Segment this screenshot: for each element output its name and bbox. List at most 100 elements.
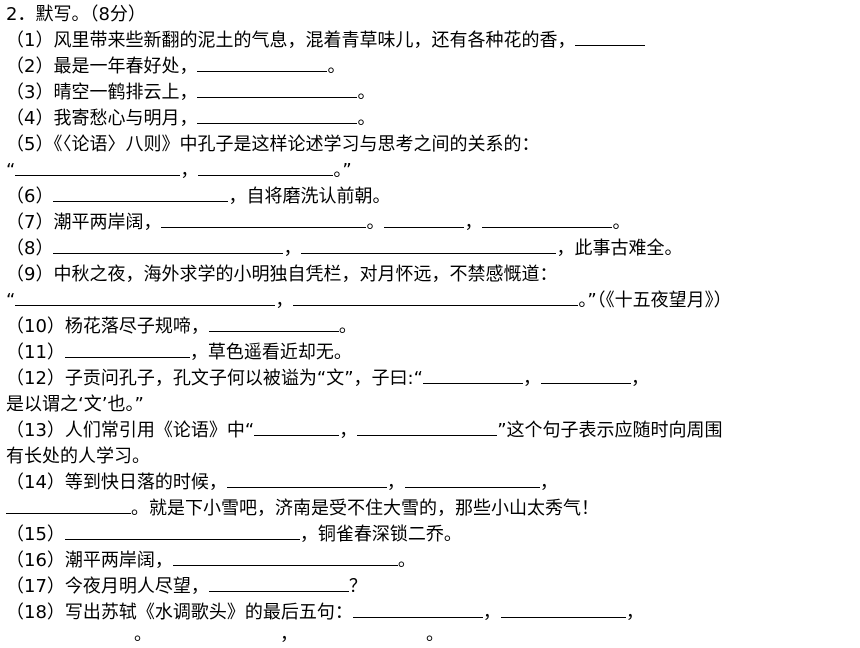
answer-blank[interactable] [422,366,523,384]
question-number: （4） [6,108,54,129]
question-text: 晴空一鹤排云上， [53,82,198,103]
question-text: ，自将磨洗认前朝。 [228,186,391,207]
answer-blank[interactable] [482,210,613,228]
punctuation: ， [464,212,483,233]
punctuation: ， [339,420,358,441]
open-quote: “ [6,160,16,181]
question-number: （7） [6,212,54,233]
answer-blank[interactable] [161,210,367,228]
answer-blank[interactable] [15,288,276,306]
answer-blank[interactable] [575,28,646,46]
answer-blank[interactable] [53,236,284,254]
answer-blank[interactable] [197,106,358,124]
question-3: （3）晴空一鹤排云上， 。 [6,80,375,106]
punctuation: 。 [134,624,152,645]
question-text: 《〈论语〉八则》中孔子是这样论述学习与思考之间的关系的： [53,134,540,155]
question-7: （7）潮平两岸阔，。，。 [6,210,630,236]
section-heading: 2．默写。（8分） [6,2,146,28]
question-number: （17） [6,576,65,597]
answer-blank[interactable] [254,418,340,436]
punctuation: ， [482,602,501,623]
punctuation: ？ [348,576,367,597]
question-2: （2）最是一年春好处， 。 [6,54,345,80]
answer-blank[interactable] [226,470,387,488]
answer-blank[interactable] [357,418,498,436]
question-number: （6） [6,186,54,207]
answer-blank[interactable] [64,522,300,540]
answer-blank[interactable] [384,210,465,228]
question-text: 。就是下小雪吧，济南是受不住大雪的，那些小山太秀气！ [131,498,599,519]
punctuation: ， [630,368,649,389]
question-text: 最是一年春好处， [53,56,198,77]
answer-blank[interactable] [197,80,358,98]
punctuation: ， [522,368,541,389]
punctuation: 。 [338,316,357,337]
punctuation: ， [280,624,298,645]
punctuation: ， [283,238,302,259]
punctuation: 。 [612,212,631,233]
punctuation: 。 [426,624,444,645]
question-text: 写出苏轼《水调歌头》的最后五句： [64,602,353,623]
heading-text: 2．默写。（8分） [6,4,146,25]
question-number: （1） [6,30,54,51]
question-number: （9） [6,264,54,285]
question-15: （15） ，铜雀春深锁二乔。 [6,522,462,548]
answer-blank[interactable] [208,574,349,592]
question-text: 子贡问孔子，孔文子何以被谥为“文”，子曰:“ [64,368,423,389]
question-text: 中秋之夜，海外求学的小明独自凭栏，对月怀远，不禁感慨道： [53,264,558,285]
question-text: 潮平两岸阔， [64,550,173,571]
answer-blank[interactable] [6,496,131,514]
answer-blank[interactable] [352,600,483,618]
question-number: （8） [6,238,54,259]
answer-blank[interactable] [172,548,398,566]
answer-blank[interactable] [15,158,181,176]
question-5-answer-line: “ ， 。” [6,158,352,184]
question-text: ，草色遥看近却无。 [189,342,352,363]
punctuation: 。 [357,108,376,129]
question-text: ”这个句子表示应随时向周围 [497,420,723,441]
question-1: （1）风里带来些新翻的泥土的气息，混着青草味儿，还有各种花的香， [6,28,646,54]
punctuation: ， [275,290,294,311]
answer-blank[interactable] [293,288,579,306]
answer-blank[interactable] [208,314,339,332]
question-text: 。”（《十五夜望月》） [578,290,732,311]
question-18: （18）写出苏轼《水调歌头》的最后五句：，， [6,600,644,626]
answer-blank[interactable] [301,236,557,254]
punctuation: ， [180,160,199,181]
punctuation: ， [539,472,558,493]
question-text: ，铜雀春深锁二乔。 [299,524,462,545]
answer-blank[interactable] [53,184,229,202]
question-number: （12） [6,368,65,389]
question-6: （6） ，自将磨洗认前朝。 [6,184,390,210]
question-number: （10） [6,316,65,337]
question-text: 风里带来些新翻的泥土的气息，混着青草味儿，还有各种花的香， [53,30,576,51]
question-number: （16） [6,550,65,571]
punctuation: 。 [357,82,376,103]
question-18-answer-line: 。 ， 。 [134,622,444,648]
punctuation: 。 [327,56,346,77]
close-quote: 。” [333,160,352,181]
answer-blank[interactable] [198,158,334,176]
answer-blank[interactable] [404,470,540,488]
question-number: （14） [6,472,65,493]
punctuation: ， [386,472,405,493]
answer-blank[interactable] [197,54,328,72]
answer-blank[interactable] [500,600,626,618]
question-text: 人们常引用《论语》中“ [64,420,255,441]
question-13-line-2: 有长处的人学习。 [6,444,150,470]
answer-blank[interactable] [64,340,190,358]
question-number: （5） [6,134,54,155]
question-14: （14）等到快日落的时候，，， [6,470,558,496]
question-14-line-2: 。就是下小雪吧，济南是受不住大雪的，那些小山太秀气！ [6,496,599,522]
question-text: 杨花落尽子规啼， [64,316,209,337]
open-quote: “ [6,290,16,311]
answer-blank[interactable] [540,366,631,384]
question-9: （9）中秋之夜，海外求学的小明独自凭栏，对月怀远，不禁感慨道： [6,262,557,288]
question-number: （3） [6,82,54,103]
question-number: （15） [6,524,65,545]
question-number: （13） [6,420,65,441]
question-13: （13）人们常引用《论语》中“ ， ”这个句子表示应随时向周围 [6,418,723,444]
question-number: （18） [6,602,65,623]
question-number: （2） [6,56,54,77]
